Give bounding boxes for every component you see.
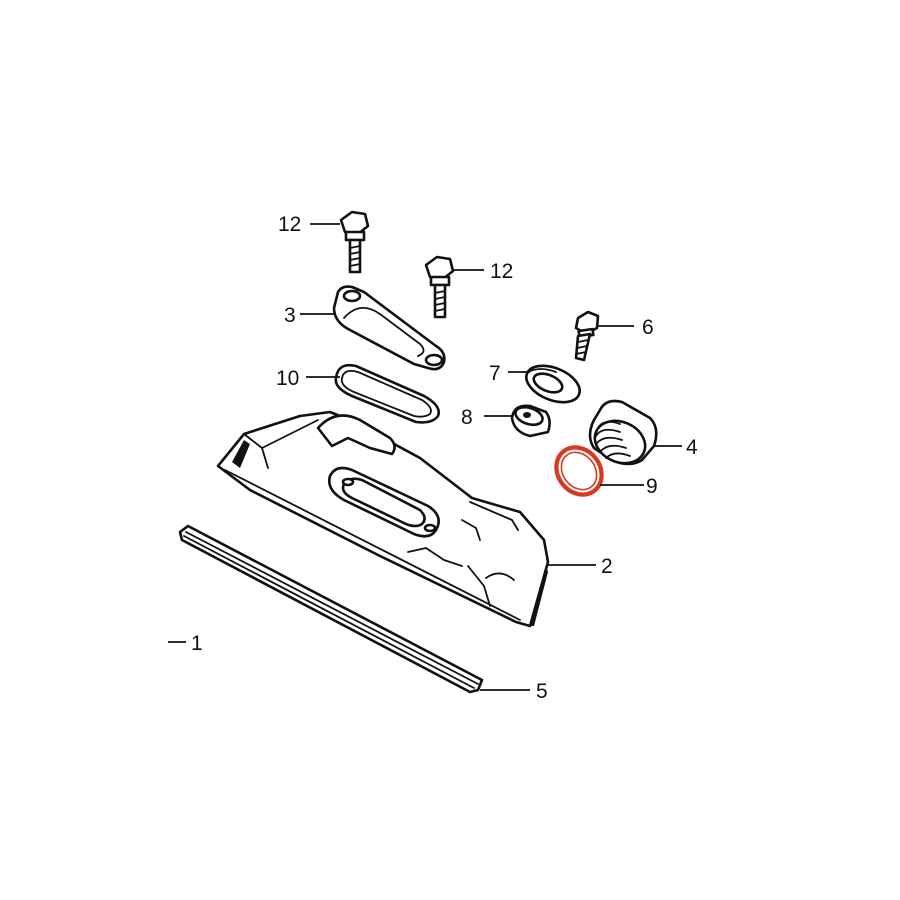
callout-3: 3: [284, 304, 296, 327]
leader-lines: [168, 223, 682, 691]
part-9-o-ring: [554, 445, 604, 497]
part-4-cap: [588, 399, 658, 466]
callout-labels: 12 12 3 10 6 7 8 4 9 2 5 1: [191, 213, 698, 703]
part-10-gasket: [334, 363, 440, 424]
callout-9: 9: [646, 475, 658, 498]
callout-10: 10: [276, 367, 299, 390]
callout-12-right: 12: [490, 260, 513, 283]
callout-6: 6: [642, 316, 654, 339]
part-7-seal-washer: [525, 364, 581, 404]
part-3-cover-plate: [332, 285, 446, 371]
callout-12-left: 12: [278, 213, 301, 236]
part-12-bolt-right: [424, 255, 455, 319]
part-12-bolt-left: [339, 210, 370, 274]
part-6-bolt: [574, 310, 600, 362]
part-5-gasket-strip: [178, 524, 484, 694]
callout-4: 4: [686, 436, 698, 459]
callout-8: 8: [461, 406, 473, 429]
callout-7: 7: [489, 362, 501, 385]
callout-1: 1: [191, 632, 203, 655]
callout-5: 5: [536, 680, 548, 703]
part-2-head-cover: [216, 410, 550, 628]
callout-2: 2: [601, 555, 613, 578]
part-8-grommet: [510, 404, 551, 438]
